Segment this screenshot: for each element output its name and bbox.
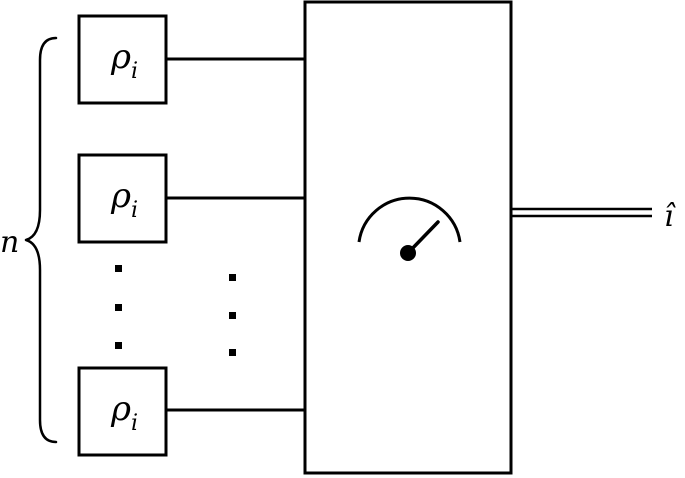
classical-output-wire [511,207,652,218]
meter-dial-icon [357,196,462,261]
rho-subscript: i [131,411,138,436]
rho-symbol: ρ [110,389,131,429]
register-count-label: n [0,225,19,260]
ellipsis-dot [115,342,122,349]
rho-subscript: i [131,198,138,223]
ellipsis-dot [229,274,236,281]
output-label: î [664,199,676,234]
rho-subscript: i [131,59,138,84]
measurement-box [303,0,513,475]
left-brace [24,36,58,444]
state-box [77,14,168,105]
box-ellipsis [115,265,122,349]
input-state-1: ρ i [77,14,304,105]
ellipsis-dot [115,304,122,311]
input-state-n: ρ i [77,366,304,457]
rho-symbol: ρ [110,176,131,216]
ellipsis-dot [229,312,236,319]
rho-symbol: ρ [110,37,131,77]
state-box [77,153,168,244]
wire-ellipsis [229,274,236,356]
state-box [77,366,168,457]
ellipsis-dot [229,349,236,356]
input-state-2: ρ i [77,153,304,244]
ellipsis-dot [115,265,122,272]
